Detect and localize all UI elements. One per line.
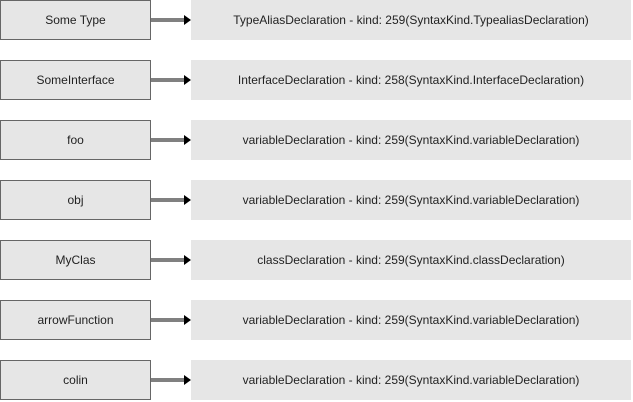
identifier-label: foo (67, 133, 84, 147)
mapping-row: colin variableDeclaration - kind: 259(Sy… (0, 360, 633, 400)
syntax-kind-label: variableDeclaration - kind: 259(SyntaxKi… (242, 373, 580, 387)
syntax-kind-node: variableDeclaration - kind: 259(SyntaxKi… (191, 180, 631, 220)
identifier-node: colin (0, 360, 151, 400)
syntax-kind-node: variableDeclaration - kind: 259(SyntaxKi… (191, 360, 631, 400)
mapping-row: MyClas classDeclaration - kind: 259(Synt… (0, 240, 633, 280)
identifier-node: Some Type (0, 0, 151, 40)
identifier-node: arrowFunction (0, 300, 151, 340)
identifier-label: SomeInterface (36, 73, 115, 87)
syntax-kind-label: variableDeclaration - kind: 259(SyntaxKi… (242, 133, 580, 147)
syntax-kind-node: variableDeclaration - kind: 259(SyntaxKi… (191, 120, 631, 160)
mapping-row: foo variableDeclaration - kind: 259(Synt… (0, 120, 633, 160)
mapping-row: obj variableDeclaration - kind: 259(Synt… (0, 180, 633, 220)
syntax-kind-node: InterfaceDeclaration - kind: 258(SyntaxK… (191, 60, 631, 100)
identifier-node: foo (0, 120, 151, 160)
syntax-kind-node: TypeAliasDeclaration - kind: 259(SyntaxK… (191, 0, 631, 40)
syntax-kind-label: variableDeclaration - kind: 259(SyntaxKi… (242, 193, 580, 207)
identifier-label: arrowFunction (37, 313, 114, 327)
identifier-label: Some Type (45, 13, 106, 27)
identifier-node: obj (0, 180, 151, 220)
arrow-connector (151, 135, 191, 145)
syntax-kind-label: TypeAliasDeclaration - kind: 259(SyntaxK… (233, 13, 589, 27)
arrow-connector (151, 255, 191, 265)
arrow-connector (151, 315, 191, 325)
arrow-connector (151, 15, 191, 25)
mapping-row: arrowFunction variableDeclaration - kind… (0, 300, 633, 340)
syntax-kind-node: variableDeclaration - kind: 259(SyntaxKi… (191, 300, 631, 340)
syntax-kind-label: InterfaceDeclaration - kind: 258(SyntaxK… (237, 73, 585, 87)
arrow-connector (151, 75, 191, 85)
mapping-row: SomeInterface InterfaceDeclaration - kin… (0, 60, 633, 100)
mapping-row: Some Type TypeAliasDeclaration - kind: 2… (0, 0, 633, 40)
syntax-kind-node: classDeclaration - kind: 259(SyntaxKind.… (191, 240, 631, 280)
identifier-label: colin (63, 373, 88, 387)
identifier-node: SomeInterface (0, 60, 151, 100)
identifier-label: obj (67, 193, 84, 207)
identifier-label: MyClas (55, 253, 96, 267)
arrow-connector (151, 375, 191, 385)
syntax-kind-label: variableDeclaration - kind: 259(SyntaxKi… (242, 313, 580, 327)
arrow-connector (151, 195, 191, 205)
identifier-node: MyClas (0, 240, 151, 280)
syntax-kind-label: classDeclaration - kind: 259(SyntaxKind.… (257, 253, 565, 267)
